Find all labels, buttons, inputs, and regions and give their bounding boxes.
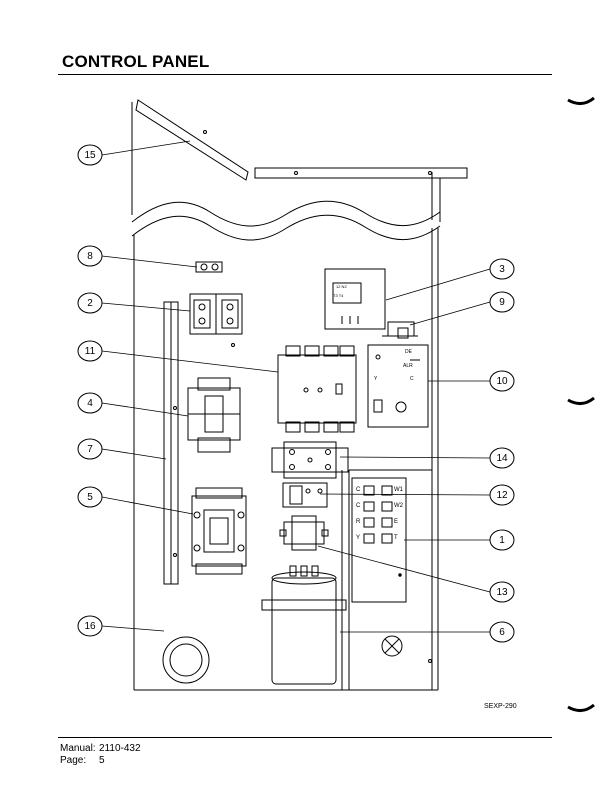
break-line bbox=[131, 214, 441, 241]
terminal-label: C bbox=[356, 487, 361, 493]
manual-label: Manual: bbox=[60, 743, 96, 754]
board-label-de: DE bbox=[405, 349, 412, 355]
defrost-board bbox=[367, 344, 429, 428]
callout-3: 3 bbox=[499, 264, 505, 275]
terminal-label: Y bbox=[356, 535, 361, 541]
figure-reference: SEXP-290 bbox=[484, 703, 517, 710]
board-label-c: C bbox=[410, 376, 414, 382]
callout-2: 2 bbox=[87, 298, 93, 309]
terminal-label: T bbox=[394, 535, 398, 541]
page-label: Page: bbox=[60, 755, 87, 766]
contactor bbox=[191, 487, 247, 575]
relay-label-bottom: T3 T4 bbox=[333, 293, 344, 298]
terminal-label: R bbox=[356, 519, 361, 525]
callout-10: 10 bbox=[496, 376, 508, 387]
terminal-label: W1 bbox=[394, 487, 403, 493]
callout-11: 11 bbox=[84, 346, 96, 357]
start-relay bbox=[279, 515, 329, 551]
terminal-label: C bbox=[356, 503, 361, 509]
vertical-rail bbox=[163, 301, 179, 585]
relay-label-top: 12 N2 bbox=[336, 284, 347, 289]
terminal-block bbox=[189, 293, 243, 335]
panel-body bbox=[133, 228, 439, 691]
callout-5: 5 bbox=[87, 492, 93, 503]
callout-1: 1 bbox=[499, 535, 505, 546]
binding-mark bbox=[567, 703, 595, 712]
header-rule bbox=[58, 74, 552, 75]
knockout bbox=[162, 636, 210, 684]
manual-number: 2110-432 bbox=[99, 743, 141, 754]
footer-rule bbox=[58, 737, 552, 738]
break-line bbox=[131, 200, 441, 227]
capacitor bbox=[261, 565, 347, 685]
callout-13: 13 bbox=[496, 587, 508, 598]
board-label-y: Y bbox=[374, 376, 378, 382]
callout-7: 7 bbox=[87, 444, 93, 455]
callout-9: 9 bbox=[499, 297, 505, 308]
callout-6: 6 bbox=[499, 627, 505, 638]
footer-page: Page: 5 bbox=[60, 755, 105, 766]
page-number: 5 bbox=[99, 755, 105, 766]
callout-balloons bbox=[77, 144, 515, 643]
relay-14 bbox=[271, 441, 349, 479]
upper-cabinet bbox=[131, 99, 468, 241]
callout-16: 16 bbox=[84, 621, 96, 632]
bracket bbox=[382, 321, 418, 339]
terminal-label: W2 bbox=[394, 503, 403, 509]
relay bbox=[324, 268, 386, 330]
board-label-alr: ALR bbox=[403, 363, 413, 369]
callout-15: 15 bbox=[84, 150, 96, 161]
callout-4: 4 bbox=[87, 398, 93, 409]
transformer bbox=[187, 377, 241, 453]
binding-mark bbox=[567, 396, 595, 405]
control-board bbox=[277, 345, 357, 433]
binding-mark bbox=[567, 96, 595, 105]
page-title: CONTROL PANEL bbox=[62, 52, 210, 71]
terminal-label: E bbox=[394, 519, 399, 525]
cross-knockout bbox=[381, 635, 403, 657]
ground-lug bbox=[195, 261, 223, 273]
footer-manual: Manual:2110-432 bbox=[60, 743, 141, 754]
callout-12: 12 bbox=[496, 490, 508, 501]
leader-lines bbox=[101, 140, 491, 633]
callout-8: 8 bbox=[87, 251, 93, 262]
relay-12 bbox=[282, 482, 328, 508]
callout-14: 14 bbox=[496, 453, 508, 464]
